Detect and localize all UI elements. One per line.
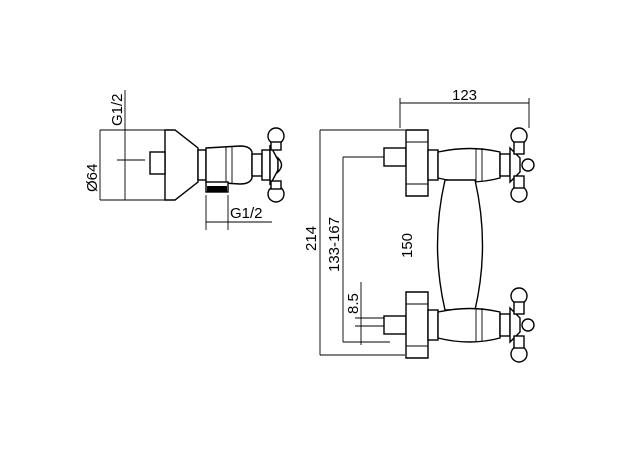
label-front-offset: 8.5 [345,293,362,314]
label-front-width: 123 [452,87,477,104]
lower-wall-flange [405,291,429,359]
upper-wall-flange [405,129,429,197]
valve-body [205,145,253,185]
label-front-height-total: 214 [303,226,320,251]
side-view: G1/2 Ø64 G1/2 [84,90,285,230]
label-front-centers: 150 [399,233,416,258]
inlet-stub [149,151,166,175]
lower-valve [383,287,535,363]
upper-valve [383,127,535,203]
label-side-thread-bottom: G1/2 [230,205,263,222]
label-side-thread-top: G1/2 [109,93,126,126]
cross-handle [269,144,279,186]
connecting-bar [436,179,484,311]
front-view: 123 214 133-167 8.5 150 [303,87,535,363]
label-front-centers-range: 133-167 [326,217,343,272]
wall-flange [164,129,199,201]
label-side-diameter: Ø64 [84,164,101,192]
outlet-thread [207,186,227,192]
